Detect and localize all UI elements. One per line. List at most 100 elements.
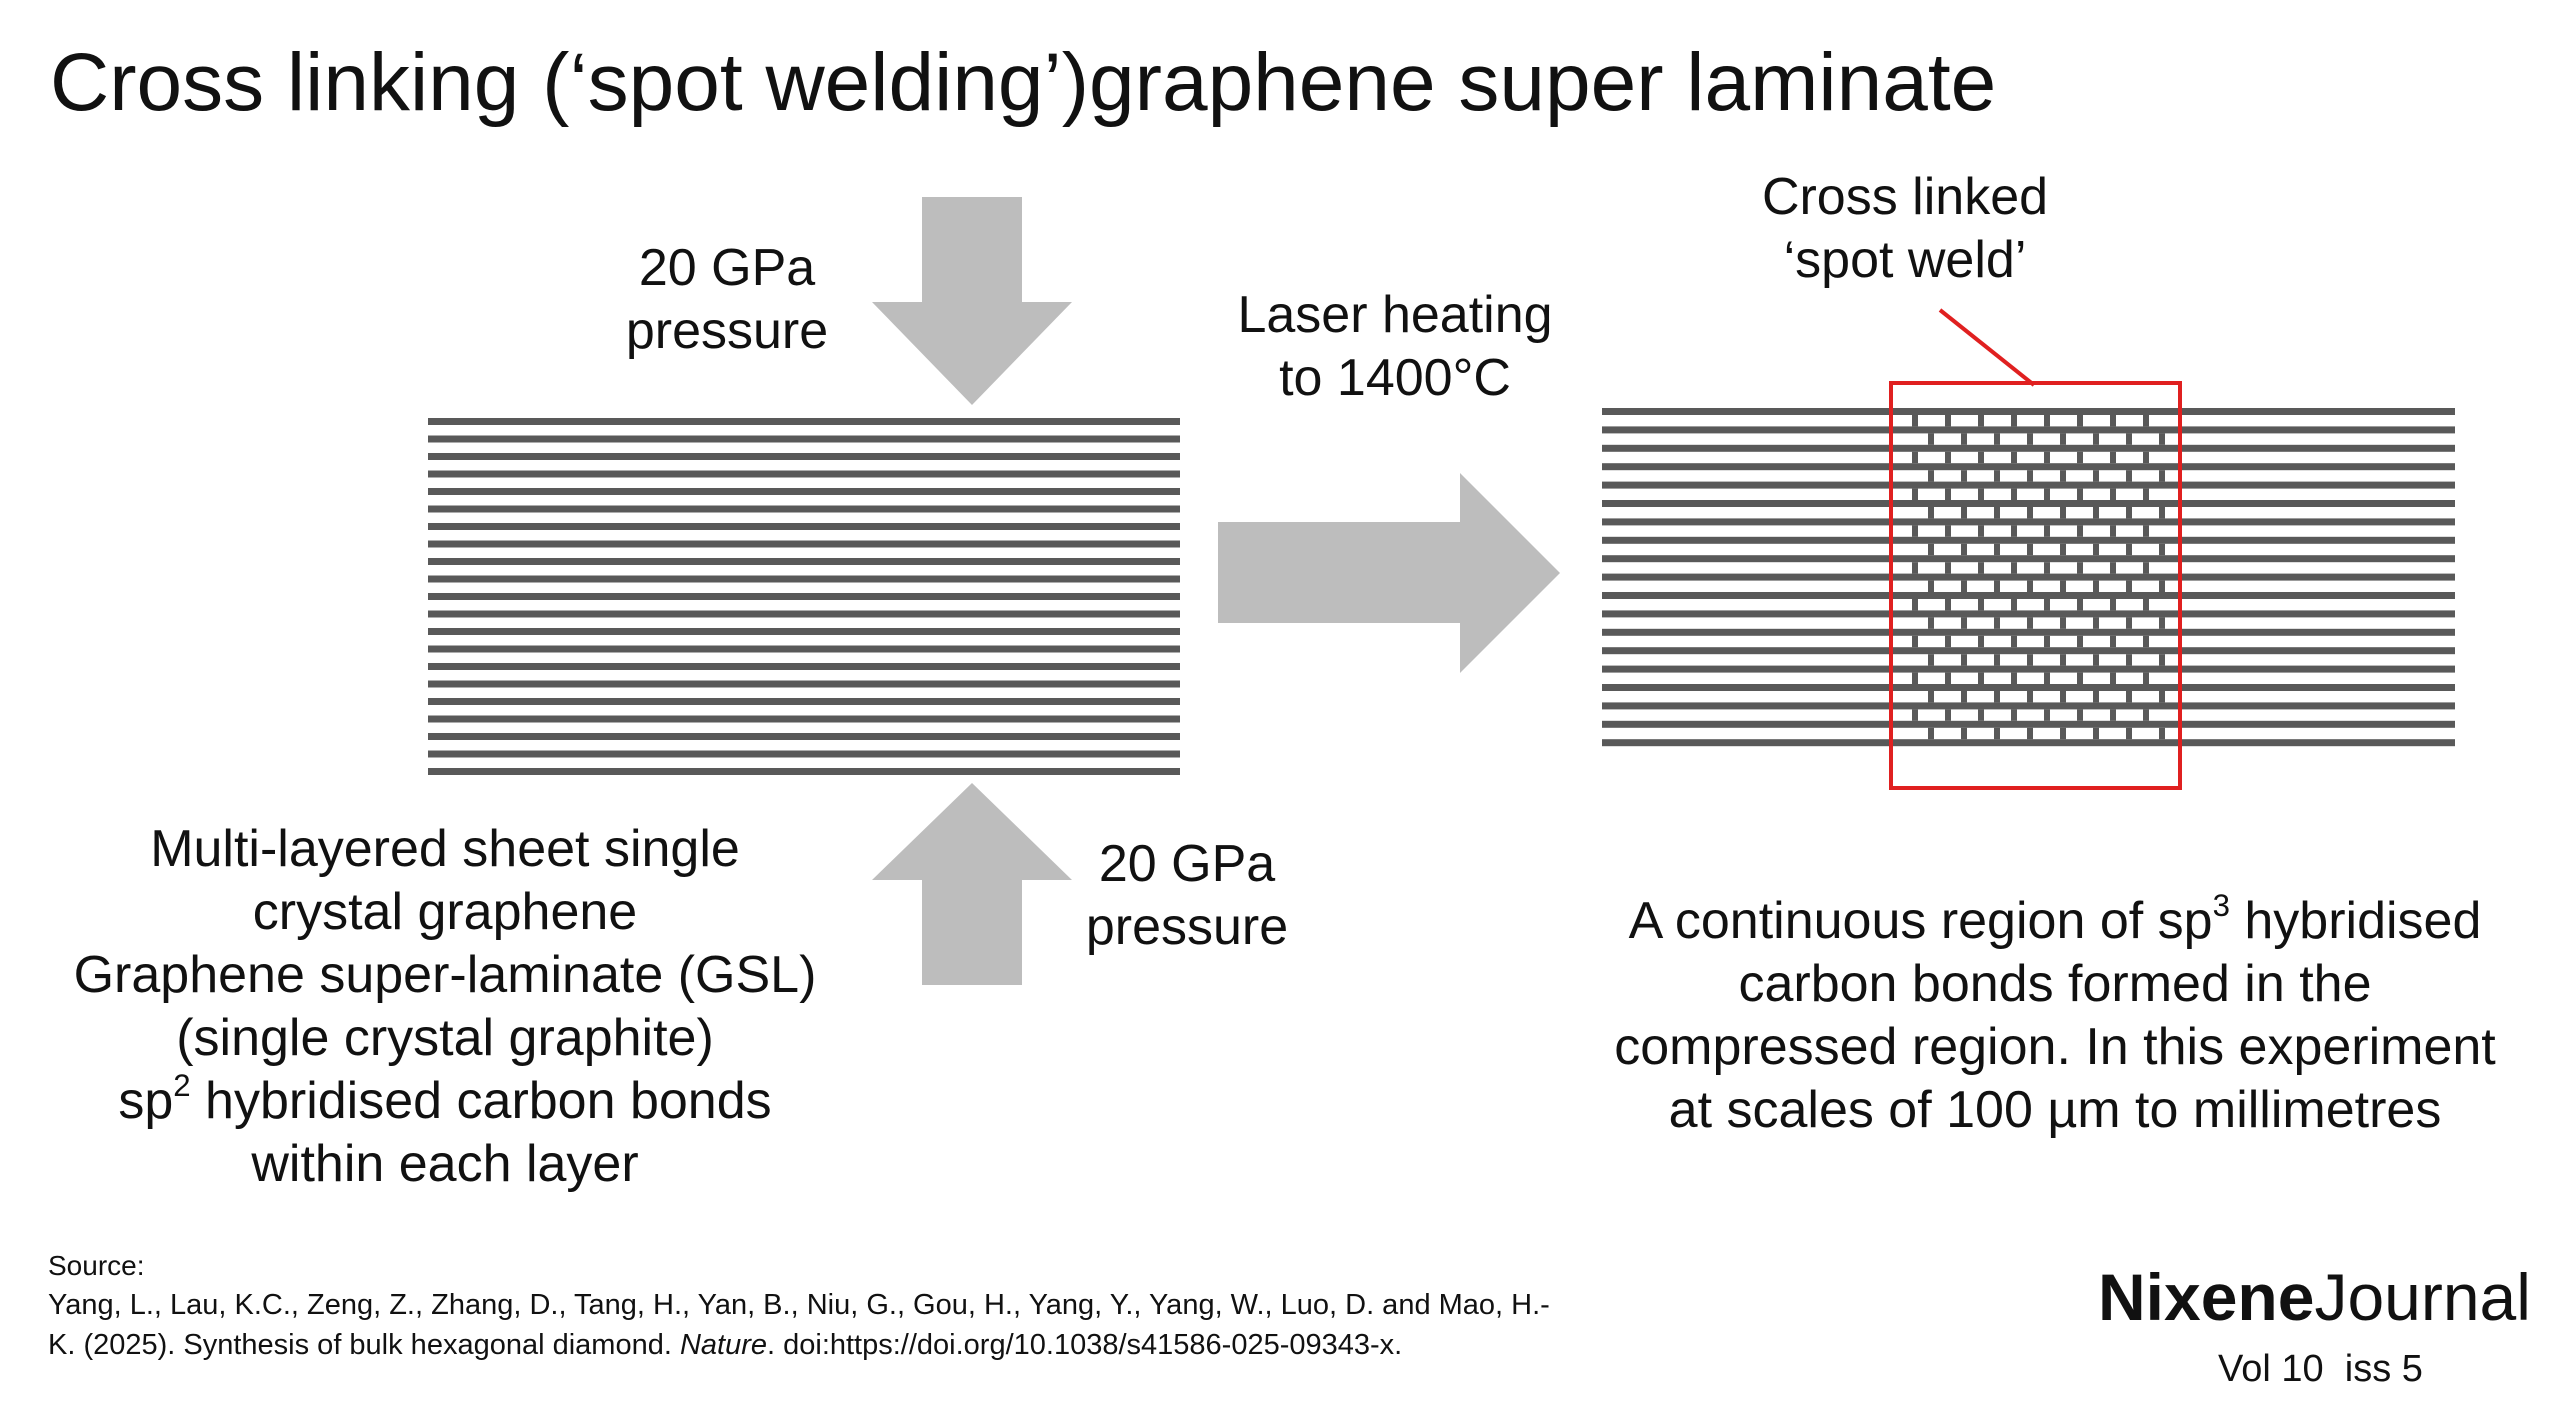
cross-link-bond bbox=[2027, 470, 2033, 482]
cross-link-bond bbox=[1928, 470, 1934, 482]
cross-link-bond bbox=[2077, 709, 2083, 721]
cross-link-bond bbox=[2126, 727, 2132, 740]
cross-link-bond bbox=[2126, 507, 2132, 519]
graphene-layer bbox=[428, 698, 1180, 705]
cross-link-bond bbox=[1994, 654, 2000, 666]
cross-link-bond bbox=[2159, 470, 2165, 482]
cross-link-bond bbox=[2143, 562, 2149, 574]
desc-line: crystal graphene bbox=[252, 883, 638, 941]
cross-link-bond bbox=[2093, 507, 2099, 519]
spot-weld-line-1: Cross linked bbox=[1761, 168, 2049, 226]
graphene-layer bbox=[1602, 739, 2455, 747]
spot-weld-label: Cross linked ‘spot weld’ bbox=[1700, 166, 2110, 292]
source-citation: Yang, L., Lau, K.C., Zeng, Z., Zhang, D.… bbox=[48, 1285, 1628, 1365]
cross-link-bond bbox=[1994, 727, 2000, 740]
graphene-layer-stack bbox=[428, 418, 1180, 775]
graphene-layer bbox=[1602, 500, 2455, 507]
cross-link-bond bbox=[1978, 562, 1984, 574]
cross-link-bond bbox=[2011, 599, 2017, 611]
graphene-layer bbox=[1602, 426, 2455, 434]
graphene-layer bbox=[428, 733, 1180, 740]
page-title: Cross linking (‘spot welding’)graphene s… bbox=[50, 37, 1997, 128]
pressure-word: pressure bbox=[625, 302, 829, 360]
cross-link-bond bbox=[2060, 507, 2066, 519]
cross-link-bonds bbox=[1912, 415, 2165, 740]
cross-link-bond bbox=[2110, 672, 2116, 684]
cross-link-bond bbox=[2044, 562, 2050, 574]
cross-link-bond bbox=[1928, 543, 1934, 556]
cross-link-bond bbox=[1961, 691, 1967, 703]
spot-weld-pointer bbox=[1938, 308, 2036, 387]
cross-link-bond bbox=[1978, 451, 1984, 464]
cross-link-bond bbox=[2093, 470, 2099, 482]
cross-link-bond bbox=[2143, 635, 2149, 648]
cross-link-bond bbox=[1961, 470, 1967, 482]
graphene-layer bbox=[1602, 592, 2455, 599]
cross-link-bond bbox=[2159, 727, 2165, 740]
graphene-layer bbox=[1602, 684, 2455, 691]
cross-link-bond bbox=[1994, 617, 2000, 629]
cross-link-bond bbox=[2027, 617, 2033, 629]
cross-link-bond bbox=[1961, 654, 1967, 666]
cross-link-bond bbox=[2159, 543, 2165, 556]
cross-link-bond bbox=[2143, 488, 2149, 500]
cross-link-bond bbox=[2143, 709, 2149, 721]
cross-link-bond bbox=[2027, 433, 2033, 445]
cross-link-bond bbox=[2143, 415, 2149, 427]
graphene-layer bbox=[428, 540, 1180, 548]
graphene-layer bbox=[1602, 702, 2455, 710]
graphene-layer bbox=[428, 628, 1180, 635]
cross-link-bond bbox=[2077, 525, 2083, 537]
cross-link-bond bbox=[2110, 488, 2116, 500]
cross-link-bond bbox=[2060, 727, 2066, 740]
cross-link-bond bbox=[2027, 654, 2033, 666]
cross-link-bond bbox=[2044, 635, 2050, 648]
cross-link-bond bbox=[2077, 488, 2083, 500]
process-arrow-right bbox=[1218, 473, 1560, 673]
cross-link-bond bbox=[2060, 691, 2066, 703]
cross-link-bond bbox=[2077, 672, 2083, 684]
cross-link-bond bbox=[2143, 599, 2149, 611]
desc-line: sp2 hybridised carbon bonds bbox=[118, 1068, 772, 1130]
cross-link-bond bbox=[2110, 562, 2116, 574]
cross-link-bond bbox=[1978, 415, 1984, 427]
journal-name: Nature bbox=[679, 1329, 767, 1361]
cross-link-bond bbox=[1912, 635, 1918, 648]
cross-link-bond bbox=[1994, 507, 2000, 519]
cross-link-bond bbox=[2110, 451, 2116, 464]
cross-link-bond bbox=[2110, 635, 2116, 648]
cross-link-bond bbox=[2143, 525, 2149, 537]
cross-link-bond bbox=[2093, 617, 2099, 629]
sp3-description: A continuous region of sp3 hybridised ca… bbox=[1570, 890, 2540, 1142]
cross-link-bond bbox=[1961, 580, 1967, 592]
graphene-layer bbox=[1602, 444, 2455, 452]
cross-link-bond bbox=[1994, 580, 2000, 592]
cross-link-bond bbox=[2077, 635, 2083, 648]
cross-link-bond bbox=[1912, 525, 1918, 537]
cross-link-bond bbox=[1978, 709, 1984, 721]
cross-link-bond bbox=[1994, 470, 2000, 482]
graphene-layer bbox=[428, 575, 1180, 583]
volume-issue: Vol 10 iss 5 bbox=[2218, 1348, 2423, 1390]
cross-link-bond bbox=[1912, 562, 1918, 574]
cross-link-bond bbox=[2093, 691, 2099, 703]
cross-link-bond bbox=[1994, 691, 2000, 703]
graphene-layer bbox=[428, 768, 1180, 775]
cross-link-bond bbox=[2093, 433, 2099, 445]
cross-link-bond bbox=[2027, 691, 2033, 703]
cross-link-bond bbox=[1945, 415, 1951, 427]
cross-link-bond bbox=[1928, 433, 1934, 445]
cross-link-bond bbox=[2044, 599, 2050, 611]
graphene-description: Multi-layered sheet single crystal graph… bbox=[20, 818, 870, 1196]
cross-link-bond bbox=[2126, 654, 2132, 666]
cross-link-bond bbox=[2060, 543, 2066, 556]
cross-link-bond bbox=[2110, 415, 2116, 427]
cross-link-bond bbox=[1928, 727, 1934, 740]
cross-link-bond bbox=[2126, 470, 2132, 482]
pressure-arrow-up bbox=[872, 783, 1072, 985]
cross-link-bond bbox=[1994, 543, 2000, 556]
graphene-layer bbox=[428, 750, 1180, 758]
cross-link-bond bbox=[2159, 507, 2165, 519]
desc-line: Multi-layered sheet single bbox=[150, 820, 740, 878]
